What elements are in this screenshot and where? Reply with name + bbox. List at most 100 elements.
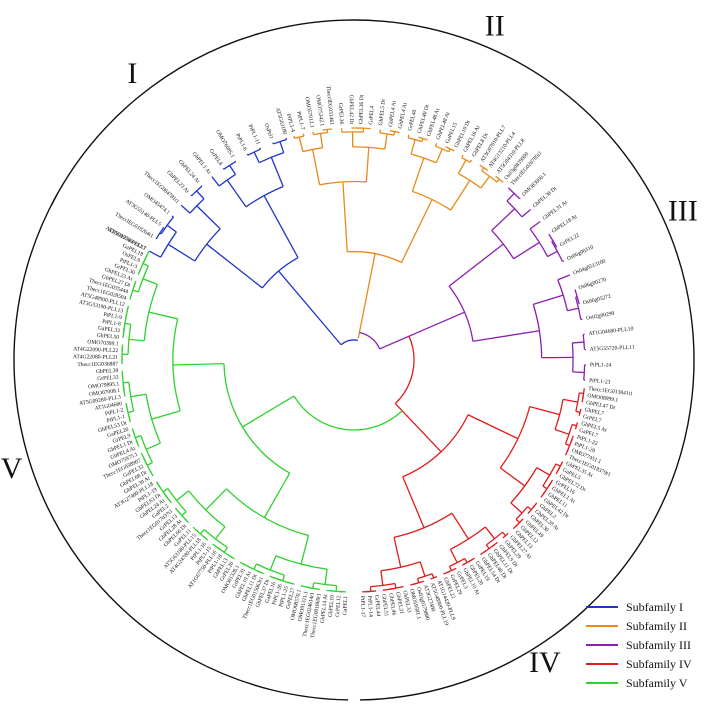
tree-branch-arc (160, 216, 174, 235)
leaf-label: GrPEL33 (97, 375, 119, 383)
tree-branch (172, 362, 224, 366)
tree-branch-arc (491, 230, 515, 260)
leaf-label: Os02g00299 (586, 311, 615, 322)
tree-branch (298, 137, 304, 152)
tree-branch-arc (575, 392, 580, 412)
tree-branch-arc (506, 200, 523, 218)
tree-branch-arc (502, 532, 509, 539)
tree-branch-arc (582, 334, 586, 350)
tree-branch (342, 181, 348, 252)
leaf-label: PtPL1-14 (366, 595, 373, 617)
tree-branch (226, 179, 247, 208)
leaf-label: OMO08999.1 (587, 393, 619, 404)
tree-branch (384, 133, 388, 150)
leaf-label: PtPL1-1 (106, 414, 126, 424)
tree-branch (407, 134, 410, 138)
subfamily-arc (359, 395, 693, 701)
tree-branch (533, 294, 564, 305)
leaf-label: OMO79895.1 (88, 381, 120, 390)
tree-branch-arc (410, 153, 437, 164)
tree-branch (565, 443, 570, 447)
tree-branch-arc (160, 231, 177, 258)
leaf-label: PtPL1-11 (247, 124, 261, 146)
tree-branch (300, 535, 310, 565)
subfamily-roman-label: IV (529, 646, 561, 679)
tree-branch (485, 544, 490, 549)
tree-branch (542, 485, 548, 490)
tree-branches (121, 127, 586, 593)
subfamily-arc (260, 19, 578, 104)
tree-branch-arc (157, 484, 169, 500)
leaf-label: GrPEL36 (337, 103, 344, 125)
leaf-label: PtPL1-23 (589, 378, 611, 386)
leaf-label: GbPEL31 (394, 591, 404, 614)
tree-branch-arc (486, 531, 503, 546)
tree-branch (435, 148, 443, 163)
tree-branch-arc (515, 506, 529, 520)
tree-branch (508, 187, 510, 189)
leaf-label: GrPEL8 (208, 148, 224, 167)
tree-branch (521, 209, 532, 218)
tree-branch-arc (462, 559, 472, 566)
tree-branch-arc (574, 422, 579, 430)
leaf-label: Os06g00270 (578, 277, 607, 291)
tree-branch-arc (167, 488, 187, 513)
leaf-label: Os06g05272 (582, 294, 611, 307)
tree-branch (211, 176, 220, 187)
legend-label: Subfamily I (626, 600, 683, 614)
leaf-labels: AT3G09540-PLL1ThecclEG018264t1AT3G55140-… (73, 86, 635, 639)
leaf-label: OMO70399.1 (87, 339, 119, 347)
leaf-label: OsPel1 (263, 123, 274, 140)
leaf-label: GhPEL36 Dt (358, 94, 365, 124)
legend-label: Subfamily IV (626, 657, 692, 671)
tree-branch (379, 311, 465, 350)
tree-branch (449, 549, 458, 563)
tree-branch (135, 434, 142, 439)
tree-branch (302, 133, 305, 137)
leaf-label: PtPL1-25 (278, 585, 290, 607)
tree-branch (223, 547, 228, 553)
tree-branch (176, 490, 190, 501)
leaf-label: GrPEL7 (582, 414, 602, 424)
leaf-label: GbPEL18 At (551, 214, 579, 235)
tree-branch-arc (527, 505, 536, 515)
tree-branch-arc (223, 161, 236, 170)
tree-branch (529, 406, 560, 416)
tree-branch (196, 190, 205, 200)
tree-branch (130, 393, 147, 398)
legend-label: Subfamily II (626, 619, 687, 633)
leaf-label: PtPL1-6 (234, 133, 248, 152)
tree-branch (567, 307, 579, 312)
leaf-label: PtPL1-7 (295, 111, 305, 131)
tree-branch (562, 260, 565, 263)
tree-branch (506, 193, 515, 202)
subfamily-roman-label: I (127, 57, 137, 90)
leaf-label: GaPEL1 (342, 596, 349, 616)
leaf-label: GbPEL47 Dt (585, 400, 615, 411)
tree-branch-arc (412, 190, 452, 211)
tree-branch-arc (582, 388, 585, 399)
tree-branch (148, 250, 162, 258)
leaf-label: Thecc1EG013841t1 (588, 386, 634, 397)
tree-branch (555, 463, 561, 467)
tree-branch (312, 582, 315, 589)
tree-branch-arc (313, 582, 337, 587)
tree-branch (380, 570, 384, 586)
leaf-label: PtPL1-8 (102, 319, 122, 328)
tree-branch (319, 133, 324, 148)
tree-branch-arc (216, 546, 233, 558)
leaf-label: GhPEL4 At (398, 102, 409, 129)
tree-branch (491, 208, 516, 231)
leaf-label: GbPEL38 Dt (532, 186, 559, 210)
tree-branch (394, 583, 397, 589)
tree-branch (448, 566, 453, 571)
tree-branch (242, 395, 295, 428)
leaf-label: PtPL1-4 (285, 113, 296, 133)
tree-branch (263, 472, 291, 518)
tree-branch (411, 157, 425, 192)
tree-branch-arc (258, 152, 284, 164)
subfamily-roman-label: V (1, 452, 23, 485)
tree-branch (402, 476, 425, 529)
